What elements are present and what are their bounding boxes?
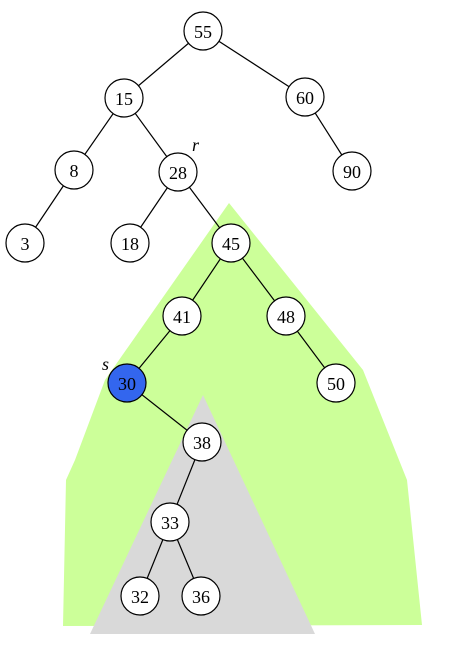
tree-node-55: 55 <box>183 11 223 51</box>
node-label: 32 <box>131 587 149 607</box>
node-label: 41 <box>173 307 191 327</box>
tree-node-48: 48 <box>266 296 306 336</box>
tree-node-90: 90 <box>332 151 372 191</box>
node-circle <box>5 223 45 263</box>
node-label: 48 <box>277 307 295 327</box>
node-label: 3 <box>21 234 30 254</box>
node-circle <box>162 296 202 336</box>
node-circle <box>266 296 306 336</box>
edge-55-60 <box>202 30 306 98</box>
tree-node-8: 8 <box>54 150 94 190</box>
node-circle <box>316 363 356 403</box>
tree-node-3: 3 <box>5 223 45 263</box>
node-label: 50 <box>327 374 345 394</box>
node-circle <box>158 152 198 192</box>
node-tag-r: r <box>192 135 200 155</box>
node-circle-highlighted <box>107 363 147 403</box>
node-circle <box>54 150 94 190</box>
tree-node-30: 30 <box>107 363 147 403</box>
tree-node-32: 32 <box>120 576 160 616</box>
node-tag-s: s <box>102 354 109 374</box>
tree-node-18: 18 <box>110 223 150 263</box>
tree-node-28: 28 <box>158 152 198 192</box>
node-label: 30 <box>118 374 136 394</box>
tags-layer: rs <box>102 135 200 374</box>
node-label: 60 <box>296 88 314 108</box>
nodes-layer: 55 15 60 8 28 90 3 18 45 41 48 30 50 38 33 32 36 <box>5 11 372 616</box>
node-circle <box>110 223 150 263</box>
node-label: 90 <box>343 162 361 182</box>
node-label: 15 <box>115 89 133 109</box>
tree-node-41: 41 <box>162 296 202 336</box>
tree-node-38: 38 <box>182 422 222 462</box>
node-label: 45 <box>222 234 240 254</box>
tree-node-15: 15 <box>104 78 144 118</box>
tree-node-50: 50 <box>316 363 356 403</box>
node-label: 18 <box>121 234 139 254</box>
node-label: 33 <box>161 513 179 533</box>
node-circle <box>182 422 222 462</box>
node-label: 36 <box>192 587 210 607</box>
node-circle <box>183 11 223 51</box>
node-label: 28 <box>169 163 187 183</box>
node-label: 8 <box>70 161 79 181</box>
subtree-region-gray <box>90 395 315 634</box>
node-label: 55 <box>194 22 212 42</box>
node-circle <box>181 576 221 616</box>
node-circle <box>104 78 144 118</box>
node-label: 38 <box>193 433 211 453</box>
node-circle <box>120 576 160 616</box>
tree-node-60: 60 <box>285 77 325 117</box>
node-circle <box>150 502 190 542</box>
tree-node-33: 33 <box>150 502 190 542</box>
tree-node-36: 36 <box>181 576 221 616</box>
node-circle <box>211 223 251 263</box>
node-circle <box>332 151 372 191</box>
tree-node-45: 45 <box>211 223 251 263</box>
node-circle <box>285 77 325 117</box>
